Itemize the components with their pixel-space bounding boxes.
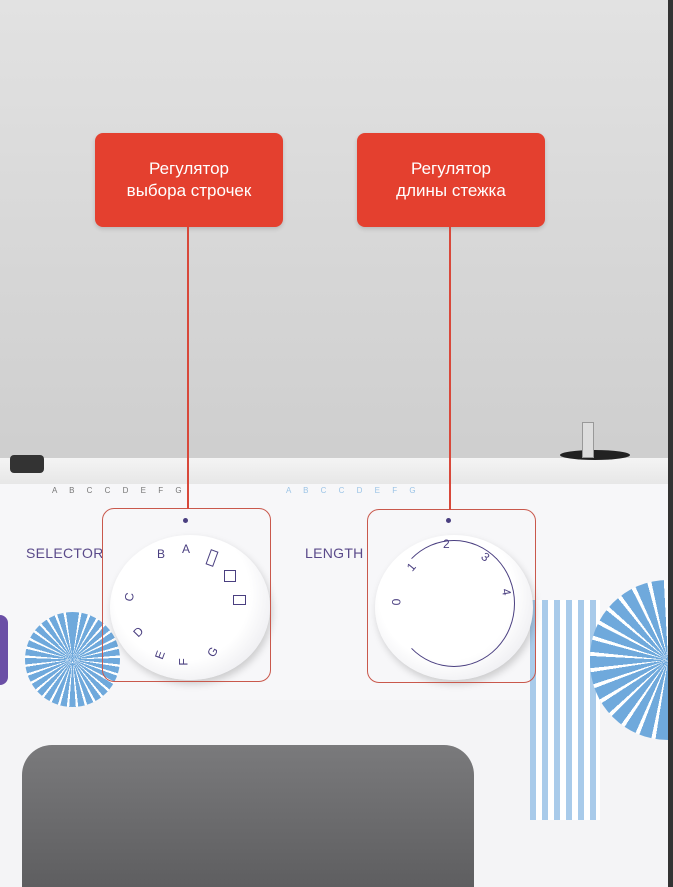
thread-guide-icon xyxy=(560,450,630,460)
callout-line-1: Регулятор xyxy=(148,159,229,178)
purple-shape xyxy=(0,615,8,685)
callout-connector-length xyxy=(449,227,451,510)
machine-top-edge xyxy=(0,458,668,486)
length-stitch-chart: A B C C D E F G xyxy=(286,486,421,495)
right-edge xyxy=(668,0,673,887)
length-mark-2: 2 xyxy=(443,537,450,551)
callout-line-1: Регулятор xyxy=(410,159,491,178)
selector-stitch-chart: A B C C D E F G xyxy=(52,486,187,495)
blue-stripes xyxy=(530,600,600,820)
callout-connector-selector xyxy=(187,227,189,509)
selector-indicator-dot xyxy=(183,518,188,523)
callout-line-2: длины стежка xyxy=(396,181,506,200)
selector-highlight-frame xyxy=(102,508,271,682)
callout-stitch-selector: Регулятор выбора строчек xyxy=(95,133,283,227)
callout-stitch-length: Регулятор длины стежка xyxy=(357,133,545,227)
length-highlight-frame xyxy=(367,509,536,683)
spool-pin-icon xyxy=(10,455,44,473)
buttonhole-icon xyxy=(224,570,236,582)
thread-guide-post xyxy=(582,422,594,458)
dial-mark-b: B xyxy=(157,547,166,561)
stitch-selector-dial[interactable]: A B C D E F G xyxy=(110,535,270,680)
selector-label: SELECTOR xyxy=(26,545,104,561)
machine-bed-opening xyxy=(22,745,474,887)
buttonhole-icon xyxy=(233,595,246,605)
length-arc xyxy=(393,540,515,667)
stitch-length-dial[interactable]: 0 1 2 3 4 xyxy=(375,535,533,680)
dial-mark-a: A xyxy=(182,542,191,556)
callout-line-2: выбора строчек xyxy=(126,181,252,200)
blue-flower-left xyxy=(25,612,120,707)
length-indicator-dot xyxy=(446,518,451,523)
length-label: LENGTH xyxy=(305,545,364,561)
